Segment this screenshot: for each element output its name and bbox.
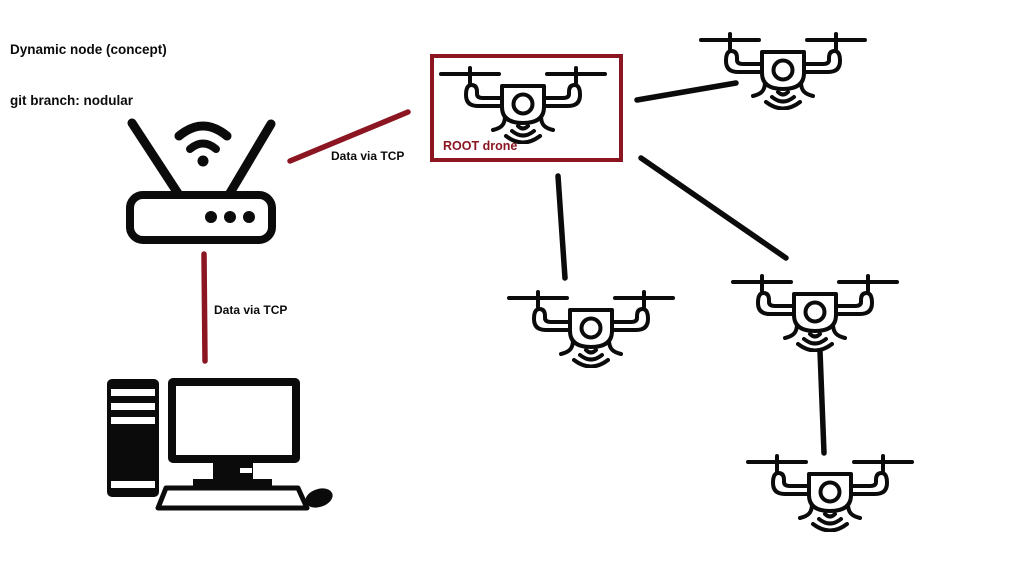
desktop-computer-icon — [100, 362, 340, 517]
diagram-title-line1: Dynamic node (concept) — [10, 42, 167, 57]
link-router-to-computer — [201, 251, 208, 364]
drone-top-right-node — [698, 30, 868, 110]
quadcopter-drone-icon — [730, 272, 900, 352]
diagram-title-line2: git branch: nodular — [10, 93, 133, 108]
quadcopter-drone-icon — [438, 64, 608, 144]
link-label-router-to-root: Data via TCP — [331, 149, 405, 163]
drone-mid-right-node — [730, 272, 900, 352]
drone-bottom-right-node — [745, 452, 915, 532]
link-root-to-top-right-drone — [634, 80, 739, 103]
root-drone-label: ROOT drone — [443, 139, 518, 153]
root-drone-box: ROOT drone — [430, 54, 623, 162]
root-drone-node — [438, 64, 608, 144]
drone-middle-node — [506, 288, 676, 368]
link-mid-right-to-bottom-right-drone — [817, 348, 827, 456]
link-root-to-mid-right-drone — [638, 155, 789, 261]
quadcopter-drone-icon — [745, 452, 915, 532]
diagram-title: Dynamic node (concept) git branch: nodul… — [10, 7, 167, 143]
quadcopter-drone-icon — [506, 288, 676, 368]
computer-node — [100, 362, 340, 517]
link-label-router-to-computer: Data via TCP — [214, 303, 288, 317]
link-root-to-middle-drone — [555, 173, 568, 281]
link-router-to-root-drone — [287, 109, 411, 164]
quadcopter-drone-icon — [698, 30, 868, 110]
